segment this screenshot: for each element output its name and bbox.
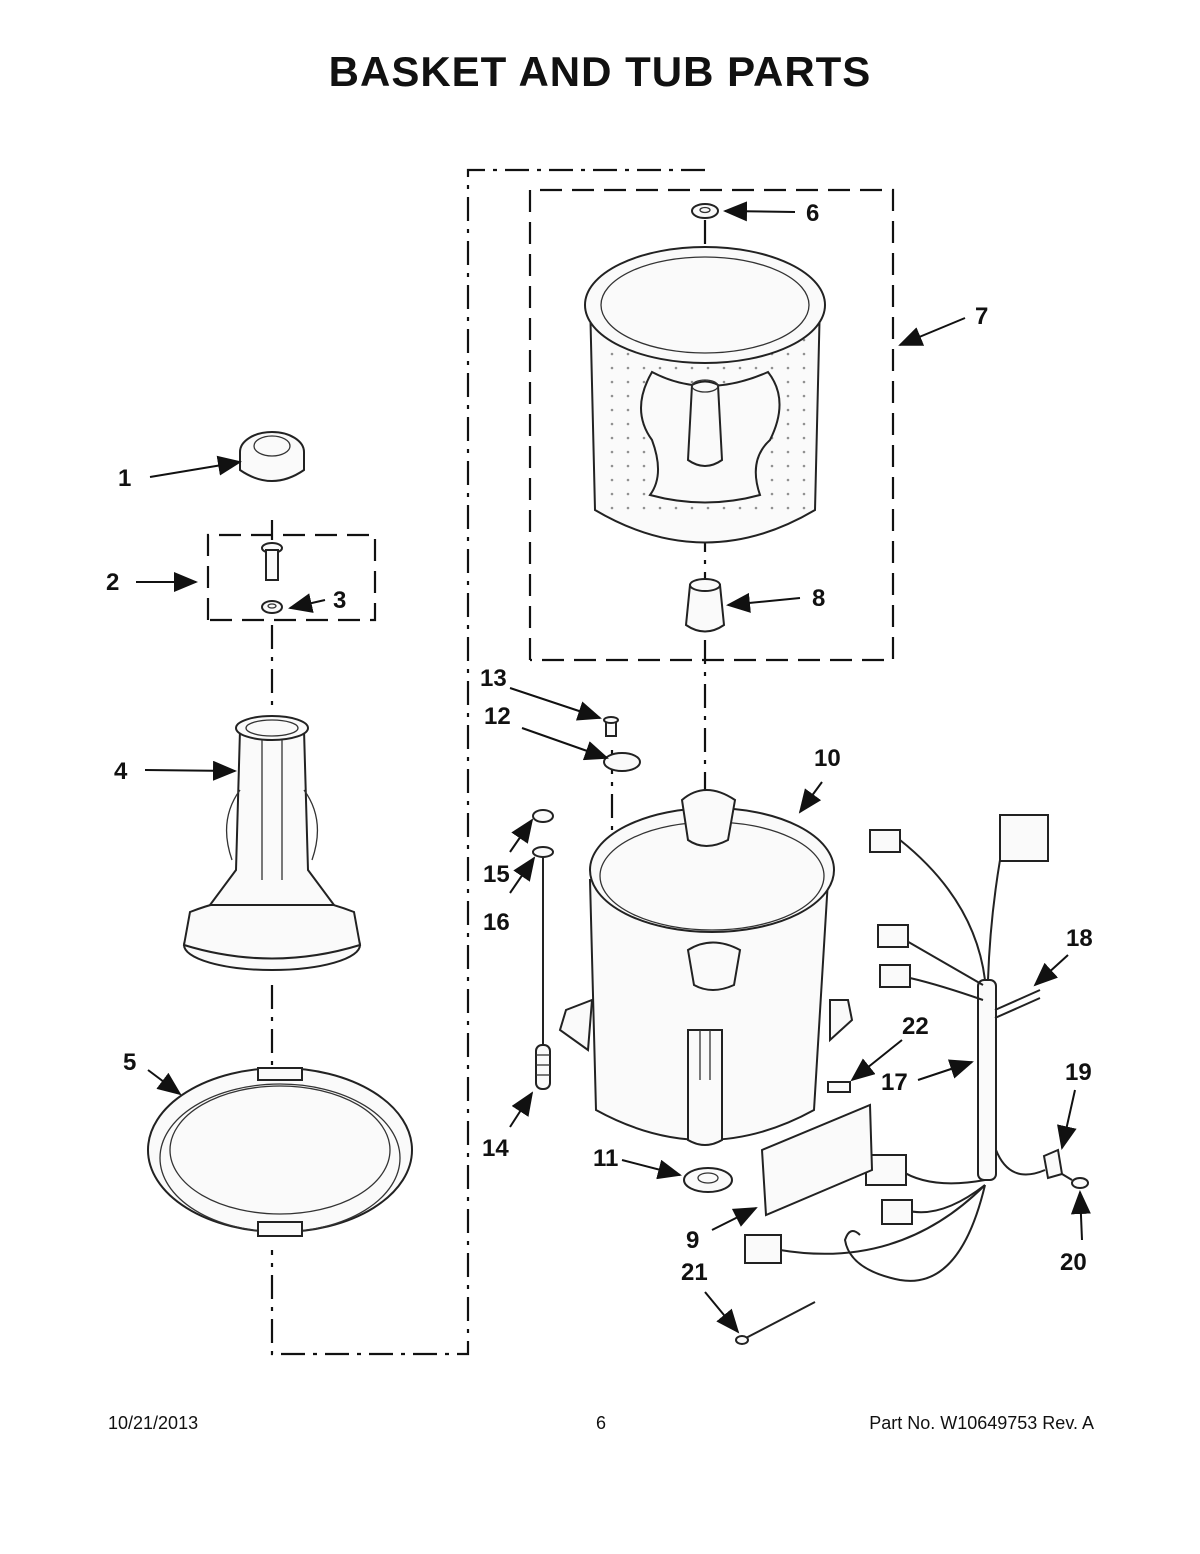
part-4-agitator [182, 715, 362, 971]
basket-assembly-box [528, 188, 895, 662]
part-12-bracket [603, 752, 641, 772]
callout-13: 13 [480, 665, 507, 692]
part-16-retainer [532, 846, 554, 1045]
callout-8: 8 [812, 585, 825, 612]
footer-part-number: Part No. W10649753 Rev. A [869, 1413, 1094, 1433]
callout-5: 5 [123, 1049, 136, 1076]
callout-arrow-22 [850, 1039, 903, 1082]
part-19-clip [1042, 1148, 1064, 1180]
footer-date: 10/21/2013 [108, 1413, 199, 1433]
part-9-control-board [760, 1103, 874, 1217]
callout-arrow-11 [621, 1159, 682, 1180]
callout-10: 10 [814, 745, 841, 772]
callout-arrow-3 [288, 593, 326, 613]
callout-arrow-6 [723, 201, 796, 222]
callout-14: 14 [482, 1135, 509, 1162]
callout-12: 12 [484, 703, 511, 730]
bolt-assembly-box [206, 533, 377, 622]
callout-arrow-15 [509, 818, 534, 853]
callout-arrow-20 [1070, 1190, 1091, 1241]
callout-15: 15 [483, 861, 510, 888]
callout-arrow-4 [144, 760, 237, 781]
page-title: BASKET AND TUB PARTS [328, 48, 872, 95]
callout-arrow-21 [704, 1291, 740, 1334]
callout-arrow-16 [509, 856, 536, 894]
part-3-washer [261, 600, 283, 614]
callout-arrow-7 [898, 317, 966, 346]
callout-11: 11 [593, 1145, 618, 1172]
callout-arrow-10 [798, 781, 823, 814]
callout-3: 3 [333, 587, 346, 614]
part-5-balance-ring [147, 1067, 413, 1237]
assembly-link-line [270, 168, 705, 1356]
callout-arrow-12 [521, 727, 609, 761]
callout-arrow-18 [1033, 954, 1069, 987]
part-21-cable-tie [735, 1301, 816, 1345]
part-22-screw [827, 1081, 851, 1093]
callout-1: 1 [118, 465, 131, 492]
callout-arrow-17 [917, 1059, 974, 1081]
part-2-bolt [261, 542, 283, 581]
callout-22: 22 [902, 1013, 929, 1040]
callout-arrow-1 [149, 455, 242, 478]
callout-7: 7 [975, 303, 988, 330]
callout-20: 20 [1060, 1249, 1087, 1276]
callout-arrow-13 [509, 687, 602, 721]
callout-21: 21 [681, 1259, 708, 1286]
part-1-cap [239, 431, 305, 482]
callout-arrow-5 [147, 1069, 182, 1096]
part-18-tube [994, 989, 1046, 1176]
part-14-spring [535, 1044, 551, 1090]
callout-19: 19 [1065, 1059, 1092, 1086]
callout-18: 18 [1066, 925, 1093, 952]
callout-2: 2 [106, 569, 119, 596]
part-11-tub-seal [683, 1167, 733, 1193]
callout-arrow-14 [509, 1091, 534, 1128]
callout-4: 4 [114, 758, 128, 785]
part-15-cap [532, 809, 554, 823]
part-8-drive-block [684, 578, 726, 633]
part-10-tub [558, 789, 854, 1146]
part-20-screw [1061, 1173, 1089, 1189]
footer-page-number: 6 [596, 1413, 607, 1433]
part-7-basket [584, 246, 826, 544]
callout-6: 6 [806, 200, 819, 227]
part-13-screw [603, 716, 619, 737]
callout-9: 9 [686, 1227, 699, 1254]
callout-16: 16 [483, 909, 510, 936]
callout-arrow-9 [711, 1207, 758, 1231]
part-6-seal [691, 203, 719, 219]
callout-17: 17 [881, 1069, 908, 1096]
callout-arrow-19 [1057, 1089, 1077, 1150]
callout-arrow-8 [726, 592, 801, 613]
